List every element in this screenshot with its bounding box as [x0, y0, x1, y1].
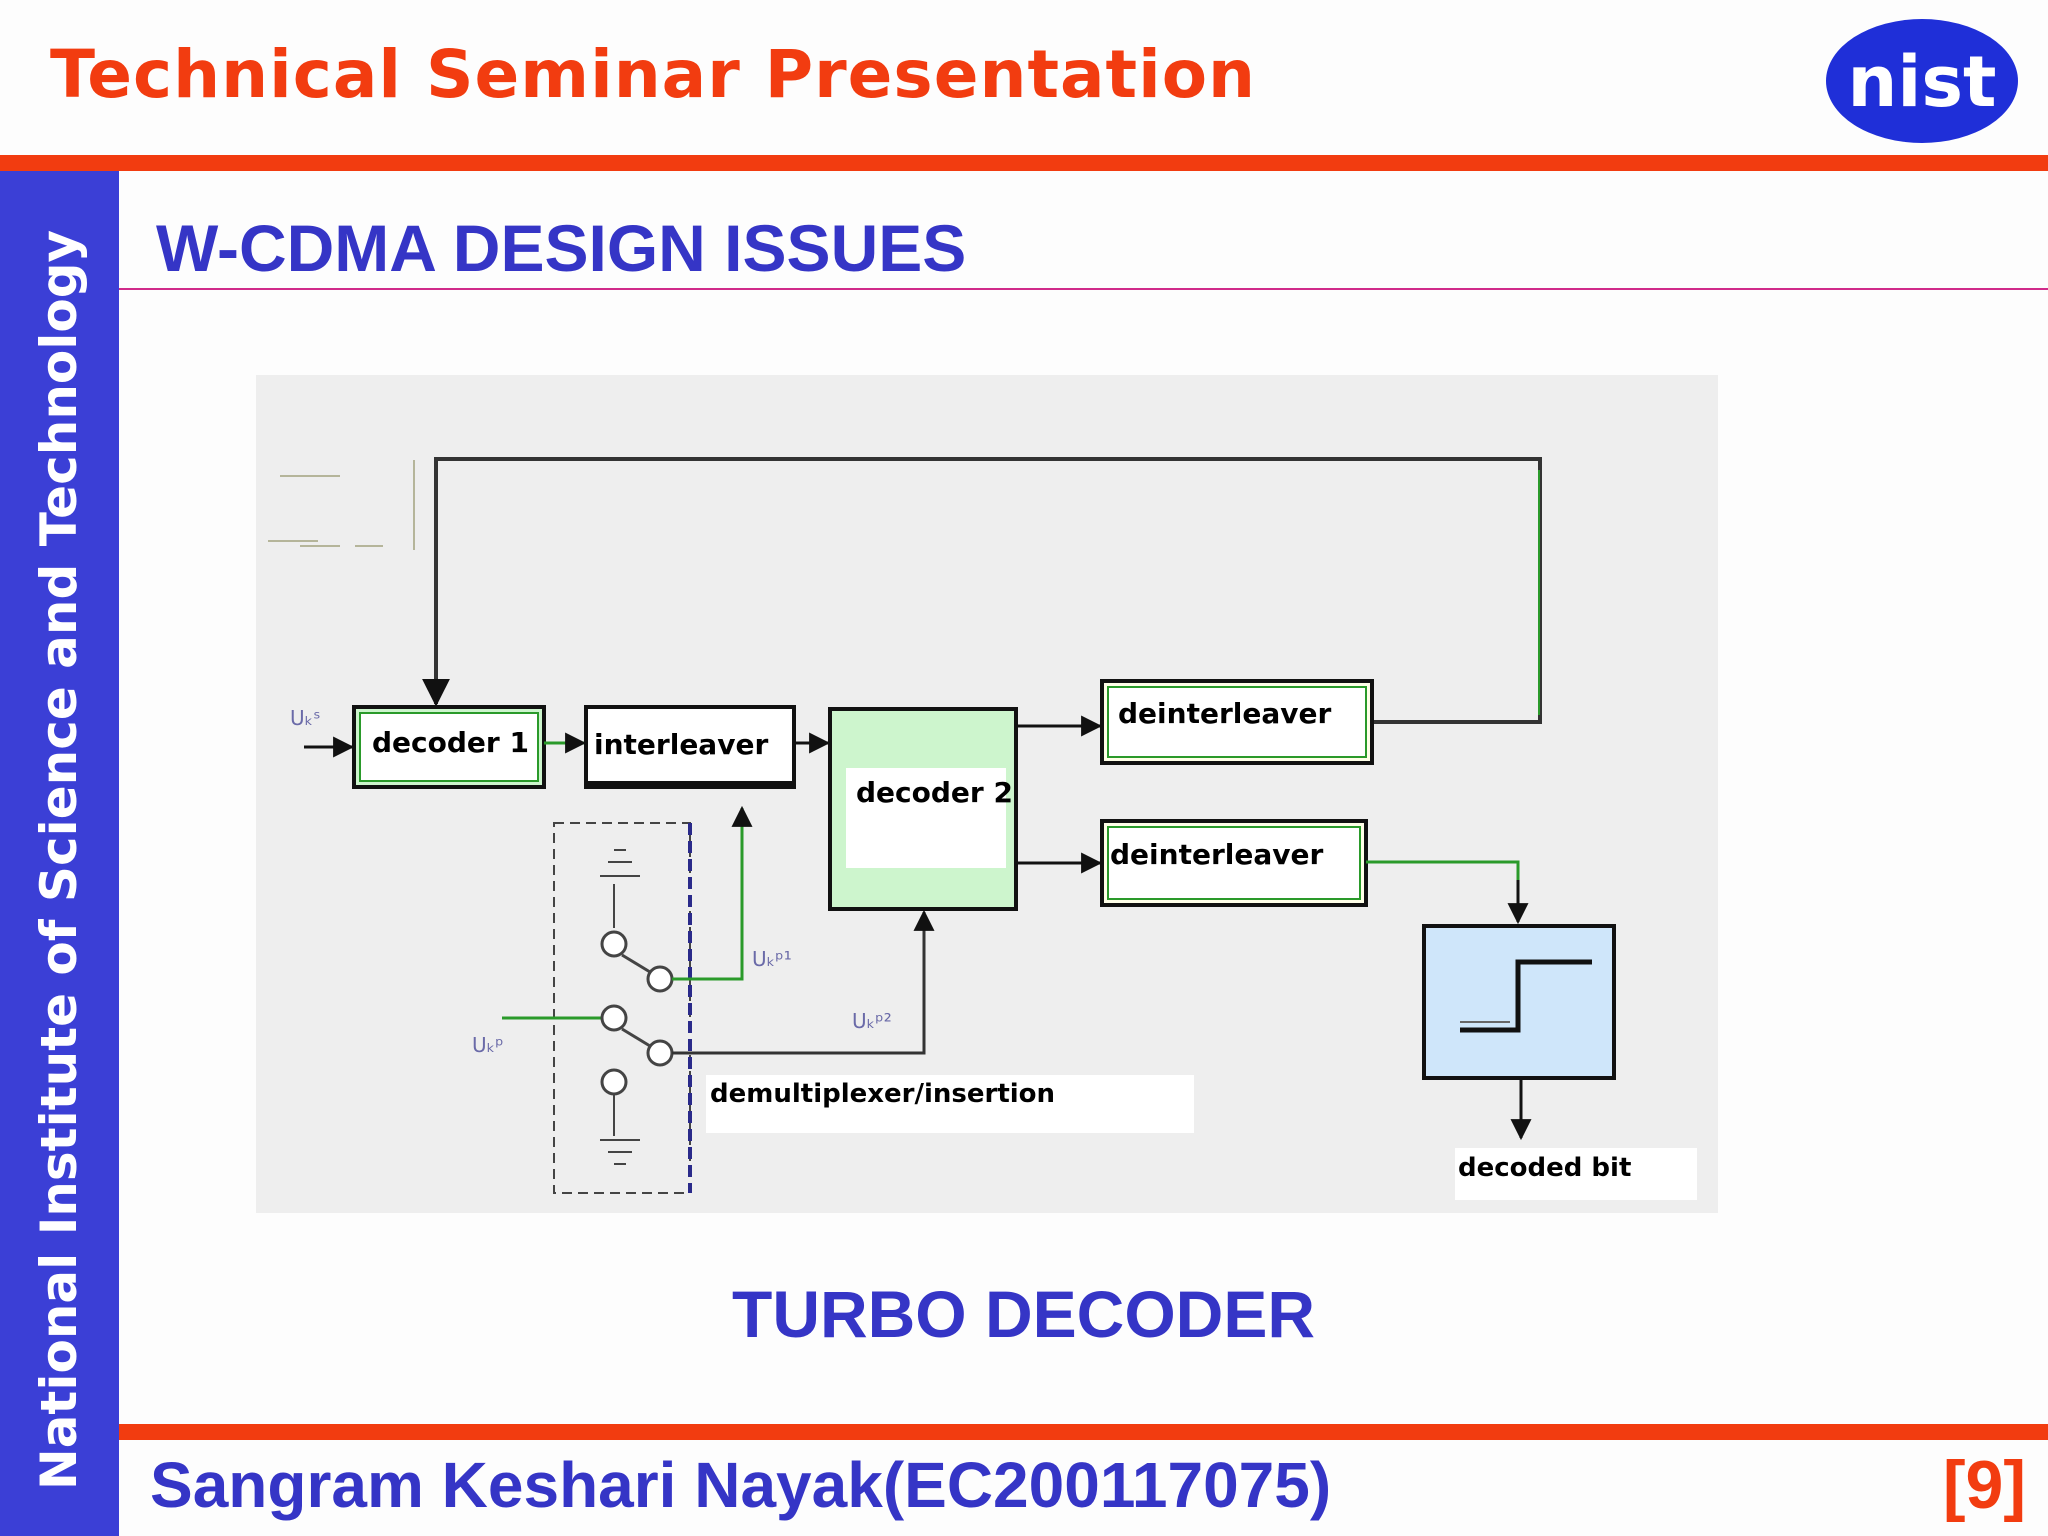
parity1-wire	[672, 805, 753, 981]
footer-divider	[119, 1424, 2048, 1440]
deinterleaver-bottom-label: deinterleaver	[1110, 838, 1323, 871]
decoded-bit-label: decoded bit	[1458, 1153, 1631, 1183]
symbol-parity-p1: Uₖᵖ¹	[752, 947, 792, 971]
step-function-icon	[1460, 959, 1592, 1033]
section-divider	[119, 288, 2048, 290]
feedback-wire	[422, 457, 1542, 724]
figure-caption: TURBO DECODER	[732, 1277, 1316, 1351]
demux-label: demultiplexer/insertion	[710, 1079, 1055, 1109]
symbol-input-s: Uₖˢ	[290, 706, 321, 730]
symbol-parity-p: Uₖᵖ	[472, 1033, 504, 1057]
section-title: W-CDMA DESIGN ISSUES	[156, 211, 967, 285]
logo-text: nist	[1848, 41, 1997, 123]
symbol-parity-p2: Uₖᵖ²	[852, 1009, 892, 1033]
sidebar	[0, 171, 119, 1536]
page-number: [9]	[1942, 1447, 2026, 1523]
slide-header-title: Technical Seminar Presentation	[50, 36, 1257, 113]
nist-logo: nist	[1826, 19, 2018, 143]
interleaver-label: interleaver	[594, 728, 768, 761]
decoder1-label: decoder 1	[372, 726, 529, 759]
interleaver-block	[584, 705, 796, 789]
presenter-name: Sangram Keshari Nayak(EC200117075)	[150, 1449, 1332, 1521]
scan-artifacts	[268, 460, 415, 550]
header-divider	[0, 155, 2048, 171]
deinterleaver-top-label: deinterleaver	[1118, 697, 1331, 730]
parity2-wire	[672, 909, 935, 1055]
decoder2-label: decoder 2	[856, 776, 1013, 809]
